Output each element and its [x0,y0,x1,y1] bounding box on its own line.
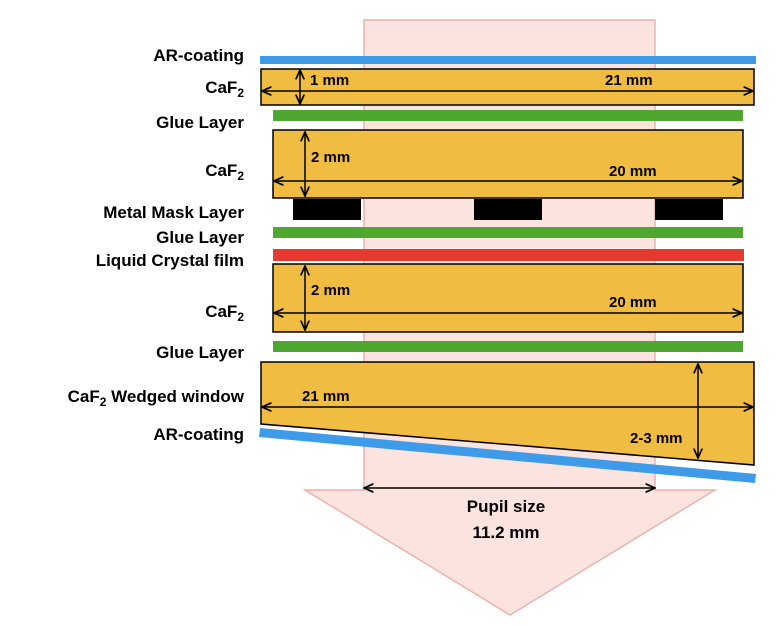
glue-layer-2 [273,227,743,238]
dim-caf2-2-width: 20 mm [609,163,657,180]
dim-caf2-3-width: 20 mm [609,294,657,311]
caf2-plate-3 [272,263,744,333]
label-ar-coating-bottom: AR-coating [153,425,244,444]
label-caf2-1: CaF2 [205,78,244,100]
label-caf2-2: CaF2 [205,161,244,183]
metal-mask-block-left [293,199,361,220]
dim-wedge-width: 21 mm [302,388,350,405]
label-liquid-crystal: Liquid Crystal film [96,251,244,270]
dim-caf2-1-width: 21 mm [605,72,653,89]
dim-caf2-3-thickness: 2 mm [311,282,350,299]
dim-caf2-2-thickness: 2 mm [311,149,350,166]
ar-coating-top-layer [260,56,756,64]
dim-caf2-1-thickness: 1 mm [310,72,349,89]
ar-coating-bottom-layer [259,428,756,483]
dim-wedge-thickness: 2-3 mm [630,430,683,447]
caf2-plate-2 [272,129,744,199]
pupil-size-label: Pupil size [467,497,545,516]
glue-layer-1 [273,110,743,121]
liquid-crystal-film [273,249,744,261]
glue-layer-3 [273,341,743,352]
label-glue-2: Glue Layer [156,228,244,247]
label-ar-coating-top: AR-coating [153,46,244,65]
label-glue-1: Glue Layer [156,113,244,132]
label-caf2-3: CaF2 [205,302,244,324]
metal-mask-block-middle [474,199,542,220]
metal-mask-block-right [655,199,723,220]
pupil-size-value: 11.2 mm [472,523,539,542]
label-glue-3: Glue Layer [156,343,244,362]
label-caf2-wedged-window: CaF2 Wedged window [68,387,245,409]
label-metal-mask: Metal Mask Layer [103,203,244,222]
